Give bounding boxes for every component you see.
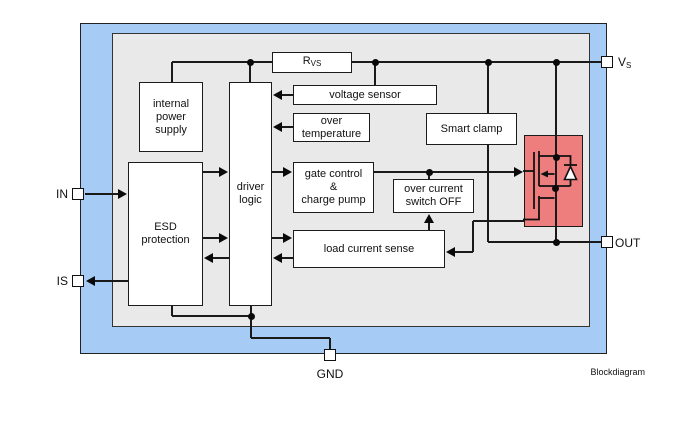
junction-dot: [552, 58, 560, 66]
pin-in: [72, 188, 84, 200]
block-driver-logic: driver logic: [229, 82, 272, 306]
pin-out: [601, 236, 613, 248]
block-over-current-switch-off: over current switch OFF: [393, 179, 474, 213]
footer-caption: Blockdiagram: [590, 367, 645, 377]
arrowhead: [273, 253, 282, 263]
wire: [249, 62, 251, 82]
wire: [272, 237, 284, 239]
arrowhead: [219, 233, 228, 243]
junction-dot: [552, 238, 560, 246]
arrowhead: [204, 253, 213, 263]
wire: [203, 171, 220, 173]
pin-vs: [601, 56, 613, 68]
wire: [212, 257, 229, 259]
wire: [281, 257, 293, 259]
block-gate-control-charge-pump: gate control & charge pump: [293, 162, 374, 213]
power-mosfet-block: [523, 135, 583, 227]
junction-dot: [484, 58, 492, 66]
arrowhead: [424, 214, 434, 223]
block-smart-clamp: Smart clamp: [426, 113, 517, 145]
arrowhead: [446, 247, 455, 257]
arrowhead: [86, 276, 95, 286]
wire: [487, 145, 489, 242]
arrowhead: [283, 167, 292, 177]
wire: [455, 251, 473, 253]
wire: [555, 62, 557, 135]
pin-is: [72, 275, 84, 287]
wire: [352, 61, 601, 63]
wire: [487, 62, 489, 113]
block-voltage-sensor: voltage sensor: [293, 85, 437, 105]
arrowhead: [273, 90, 282, 100]
wire: [428, 222, 430, 230]
arrowhead: [514, 167, 523, 177]
wire: [281, 126, 293, 128]
wire: [374, 62, 376, 85]
wire: [473, 220, 524, 222]
rvs-label: RVS: [302, 55, 322, 68]
block-internal-power-supply: internal power supply: [139, 82, 203, 152]
wire: [171, 62, 173, 82]
wire: [203, 237, 220, 239]
junction-dot: [371, 58, 379, 66]
junction-dot: [425, 168, 433, 176]
wire: [281, 94, 293, 96]
wire: [171, 306, 173, 316]
arrowhead: [118, 189, 127, 199]
wire: [472, 221, 474, 252]
arrowhead: [219, 167, 228, 177]
wire: [172, 61, 272, 63]
wire: [251, 337, 330, 339]
wire: [329, 338, 331, 349]
wire: [95, 280, 128, 282]
pin-label-vs: VS: [618, 55, 632, 70]
pin-label-is: IS: [56, 274, 68, 288]
pin-label-out: OUT: [615, 236, 641, 250]
junction-dot: [247, 312, 255, 320]
wire: [428, 172, 430, 179]
body-diode-icon: [563, 164, 578, 181]
block-esd-protection: ESD protection: [128, 162, 203, 306]
wire: [250, 306, 252, 338]
junction-dot: [552, 153, 560, 161]
pin-label-in: IN: [56, 187, 68, 201]
pin-label-gnd: GND: [316, 367, 344, 381]
wire: [488, 241, 601, 243]
block-over-temperature: over temperature: [293, 113, 370, 142]
block-rvs: RVS: [272, 52, 352, 73]
body-arrow-icon: [540, 170, 548, 178]
junction-dot: [246, 58, 254, 66]
arrowhead: [273, 122, 282, 132]
wire: [85, 193, 119, 195]
wire: [272, 171, 284, 173]
mosfet-symbol-icon: [523, 151, 578, 221]
wire: [172, 315, 251, 317]
block-load-current-sense: load current sense: [293, 230, 445, 268]
arrowhead: [283, 233, 292, 243]
pin-gnd: [324, 349, 336, 361]
junction-dot: [551, 184, 559, 192]
wire: [374, 171, 514, 173]
